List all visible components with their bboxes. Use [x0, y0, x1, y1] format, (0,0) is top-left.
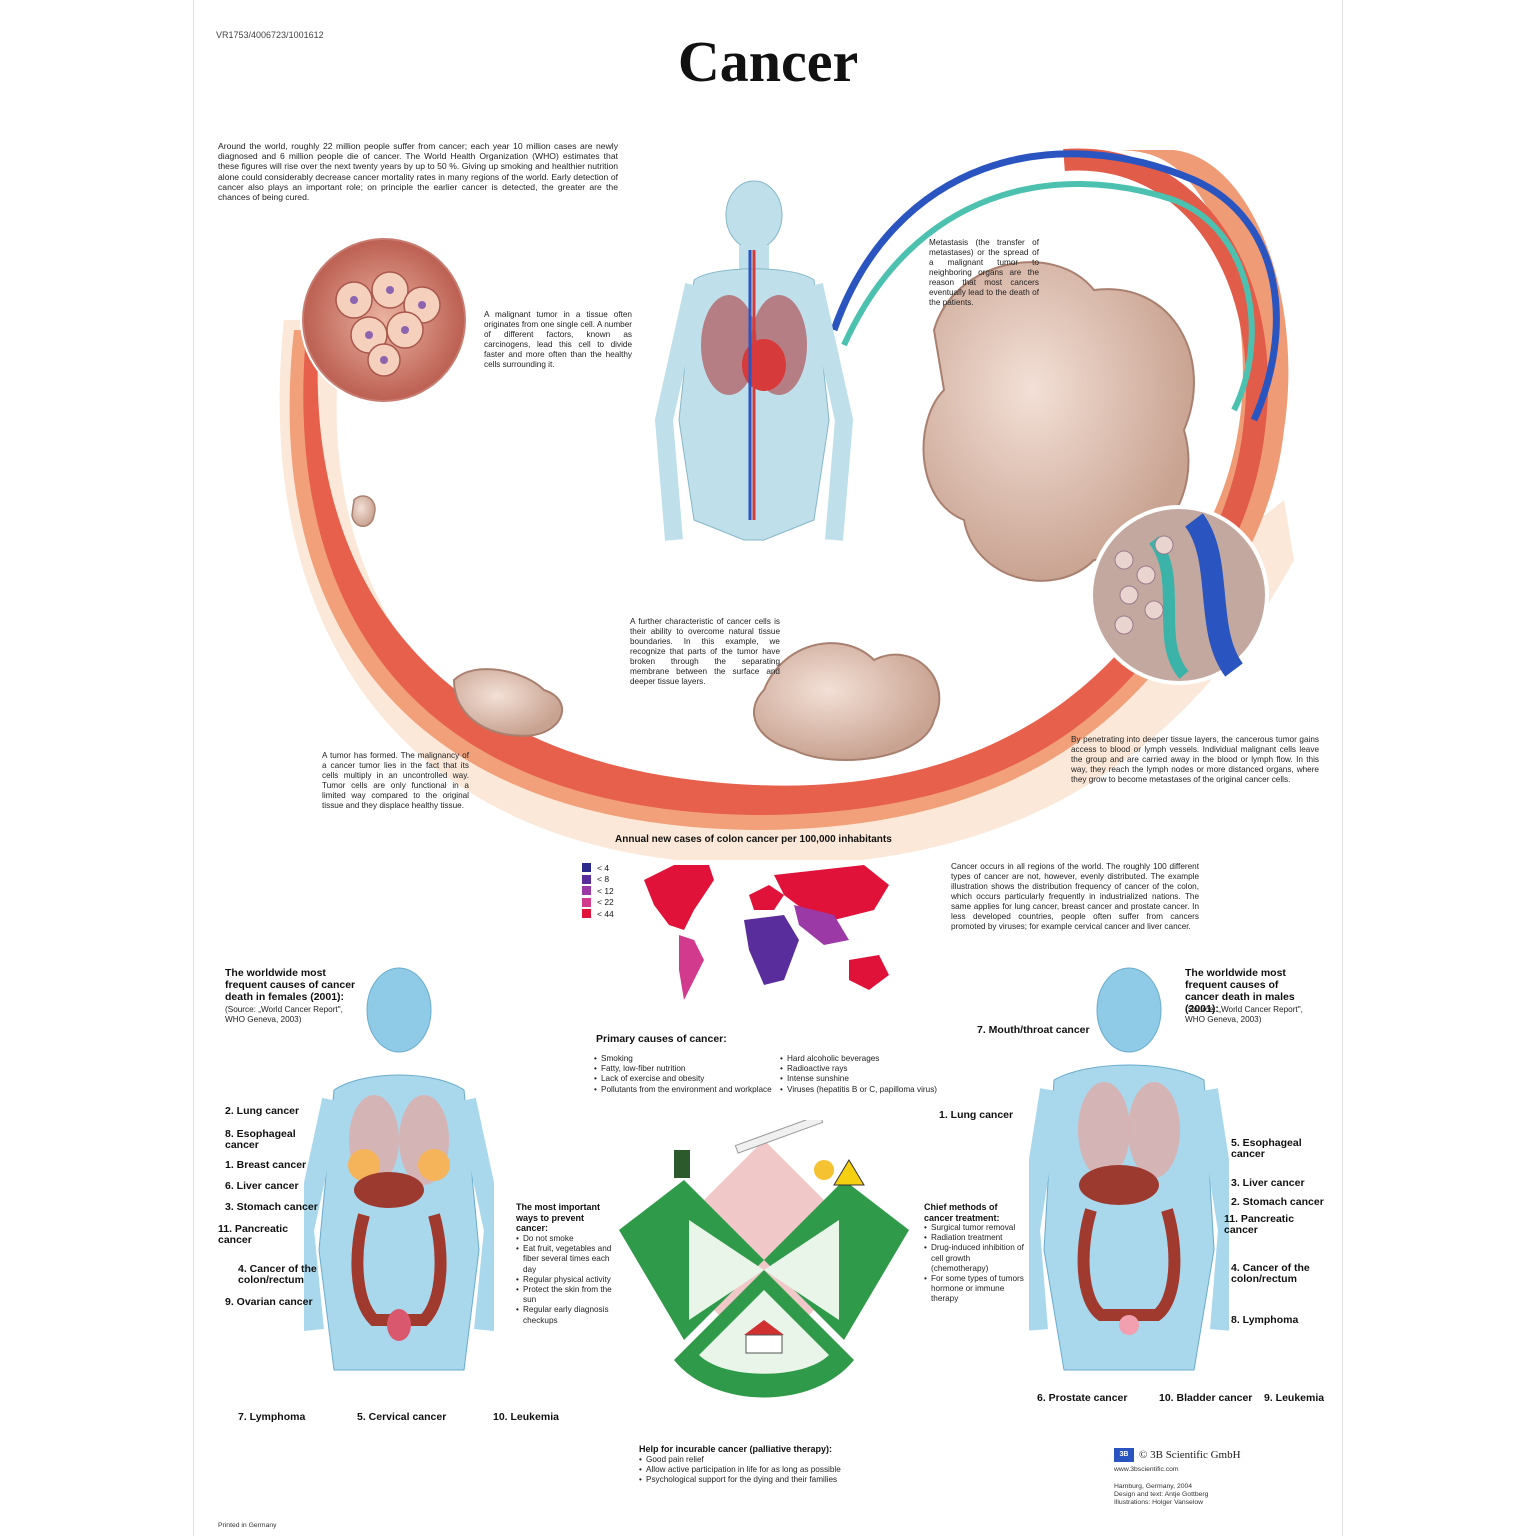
organ-label: 6. Prostate cancer — [1037, 1392, 1128, 1404]
brand-url[interactable]: www.3bscientific.com — [1114, 1466, 1179, 1473]
list-item: Psychological support for the dying and … — [639, 1475, 899, 1485]
list-item: Smoking — [594, 1054, 784, 1064]
list-item: Drug-induced inhibition of cell growth (… — [924, 1243, 1024, 1274]
list-item: For some types of tumors hormone or immu… — [924, 1274, 1024, 1305]
organ-label: 7. Lymphoma — [238, 1411, 306, 1423]
list-item: Eat fruit, vegetables and fiber several … — [516, 1244, 616, 1275]
list-item: Pollutants from the environment and work… — [594, 1085, 784, 1095]
legend-item: < 44 — [582, 908, 614, 920]
poster: VR1753/4006723/1001612 Cancer Around the… — [194, 0, 1342, 1536]
treatment-title: Chief methods of cancer treatment: — [924, 1202, 1000, 1223]
tumor-formed-text: A tumor has formed. The malignancy of a … — [322, 751, 469, 810]
metastasis-text: Metastasis (the transfer of metastases) … — [929, 238, 1039, 307]
map-title: Annual new cases of colon cancer per 100… — [615, 834, 892, 845]
brand-name: © 3B Scientific GmbH — [1139, 1449, 1241, 1461]
organ-label: 9. Leukemia — [1264, 1392, 1325, 1404]
credit-line: Hamburg, Germany, 2004 — [1114, 1483, 1193, 1490]
list-item: Radioactive rays — [780, 1064, 960, 1074]
organ-label: 4. Cancer of the colon/rectum — [238, 1263, 317, 1286]
body-circulation-figure — [654, 180, 854, 541]
colon-tumor-illustration — [279, 148, 1294, 860]
credit-line: Illustrations: Holger Vanselow — [1114, 1499, 1204, 1506]
legend-swatch — [582, 909, 591, 919]
female-body-figure — [304, 967, 494, 1371]
legend-swatch — [582, 874, 591, 884]
prevention-list: Do not smokeEat fruit, vegetables and fi… — [516, 1234, 616, 1326]
legend-label: < 4 — [597, 862, 610, 873]
organ-label: 3. Liver cancer — [1231, 1177, 1305, 1189]
organ-label: 4. Cancer of the colon/rectum — [1231, 1262, 1310, 1285]
male-body-figure — [1029, 967, 1229, 1371]
product-code: VR1753/4006723/1001612 — [216, 30, 324, 40]
list-item: Protect the skin from the sun — [516, 1285, 616, 1305]
list-item: Regular physical activity — [516, 1275, 616, 1285]
organ-label: 5. Esophageal cancer — [1231, 1137, 1302, 1160]
organ-label: 10. Leukemia — [493, 1411, 559, 1423]
malignant-tumor-text: A malignant tumor in a tissue often orig… — [484, 310, 632, 369]
legend-item: < 12 — [582, 885, 614, 897]
list-item: Hard alcoholic beverages — [780, 1054, 960, 1064]
organ-label: 1. Lung cancer — [939, 1109, 1014, 1121]
prevention-title: The most important ways to prevent cance… — [516, 1202, 601, 1233]
3b-logo-icon: 3B — [1114, 1448, 1134, 1462]
females-source: (Source: „World Cancer Report", WHO Gene… — [225, 1005, 343, 1024]
treatment-list: Surgical tumor removalRadiation treatmen… — [924, 1223, 1024, 1305]
organ-label: 2. Lung cancer — [225, 1105, 300, 1117]
map-legend: < 4< 8< 12< 22< 44 — [582, 862, 614, 920]
list-item: Regular early diagnosis checkups — [516, 1305, 616, 1325]
list-item: Radiation treatment — [924, 1233, 1024, 1243]
legend-label: < 12 — [597, 885, 614, 896]
males-source: (Source: „World Cancer Report", WHO Gene… — [1185, 1005, 1303, 1024]
organ-label: 11. Pancreatic cancer — [1224, 1213, 1295, 1236]
list-item: Surgical tumor removal — [924, 1223, 1024, 1233]
organ-label: 9. Ovarian cancer — [225, 1296, 313, 1308]
legend-label: < 22 — [597, 897, 614, 908]
females-title: The worldwide most frequent causes of ca… — [225, 967, 356, 1003]
organ-label: 11. Pancreatic cancer — [218, 1223, 289, 1246]
organ-label: 8. Esophageal cancer — [225, 1128, 296, 1151]
list-item: Lack of exercise and obesity — [594, 1074, 784, 1084]
prevention-treatment-diagram — [619, 1120, 909, 1398]
legend-swatch — [582, 886, 591, 896]
list-item: Intense sunshine — [780, 1074, 960, 1084]
metastases-spread-text: By penetrating into deeper tissue layers… — [1071, 735, 1319, 784]
palliative-title: Help for incurable cancer (palliative th… — [639, 1444, 833, 1454]
world-map-colon-cancer — [644, 865, 889, 1000]
primary-causes-title: Primary causes of cancer: — [596, 1033, 727, 1045]
organ-label: 10. Bladder cancer — [1159, 1392, 1253, 1404]
legend-item: < 22 — [582, 897, 614, 909]
legend-swatch — [582, 897, 591, 907]
legend-item: < 4 — [582, 862, 614, 874]
legend-label: < 44 — [597, 908, 614, 919]
printed-in: Printed in Germany — [218, 1522, 277, 1529]
organ-label: 5. Cervical cancer — [357, 1411, 447, 1423]
primary-causes-list-right: Hard alcoholic beveragesRadioactive rays… — [780, 1054, 960, 1095]
intro-text: Around the world, roughly 22 million peo… — [218, 141, 618, 203]
palliative-list: Good pain reliefAllow active participati… — [639, 1455, 899, 1486]
tissue-boundaries-text: A further characteristic of cancer cells… — [630, 617, 780, 686]
legend-swatch — [582, 863, 591, 873]
list-item: Viruses (hepatitis B or C, papilloma vir… — [780, 1085, 960, 1095]
organ-label: 7. Mouth/throat cancer — [977, 1024, 1090, 1036]
list-item: Fatty, low-fiber nutrition — [594, 1064, 784, 1074]
list-item: Good pain relief — [639, 1455, 899, 1465]
organ-label: 3. Stomach cancer — [225, 1201, 318, 1213]
legend-label: < 8 — [597, 874, 610, 885]
organ-label: 6. Liver cancer — [225, 1180, 299, 1192]
males-title: The worldwide most frequent causes of ca… — [1185, 967, 1295, 1015]
organ-label: 8. Lymphoma — [1231, 1314, 1299, 1326]
organ-label: 2. Stomach cancer — [1231, 1196, 1324, 1208]
list-item: Allow active participation in life for a… — [639, 1465, 899, 1475]
credit-line: Design and text: Antje Gottberg — [1114, 1491, 1209, 1498]
distribution-text: Cancer occurs in all regions of the worl… — [951, 862, 1199, 931]
page-title: Cancer — [677, 29, 859, 94]
legend-item: < 8 — [582, 874, 614, 886]
primary-causes-list-left: SmokingFatty, low-fiber nutritionLack of… — [594, 1054, 784, 1095]
organ-label: 1. Breast cancer — [225, 1159, 307, 1171]
list-item: Do not smoke — [516, 1234, 616, 1244]
